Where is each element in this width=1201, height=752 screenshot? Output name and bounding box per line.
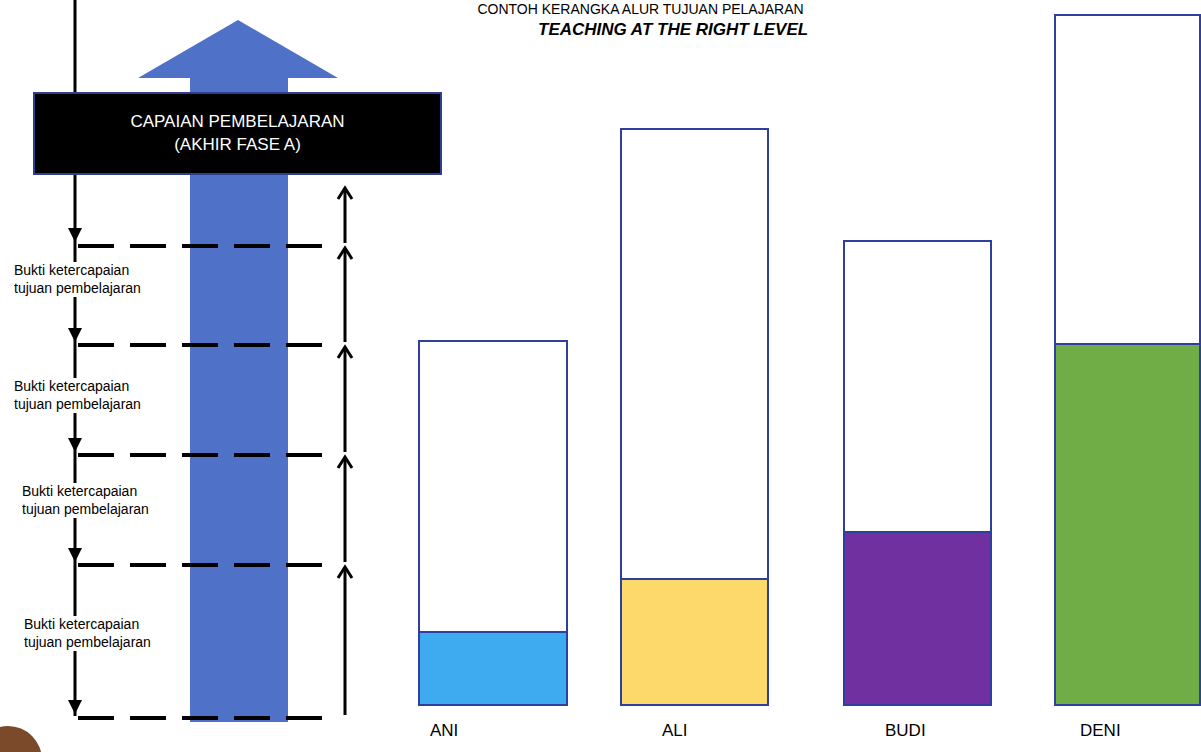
progress-fill (845, 531, 990, 704)
level-dash (78, 244, 322, 248)
up-arrow-line (344, 347, 347, 452)
up-arrow-line (344, 188, 347, 243)
student-bar: ANI (418, 340, 568, 706)
level-dash (78, 343, 322, 347)
evidence-label: Bukti ketercapaian tujuan pembelajaran (24, 616, 164, 651)
level-dash (78, 563, 322, 567)
up-arrowhead (338, 567, 352, 578)
down-arrowhead (68, 700, 82, 714)
level-dash (78, 716, 322, 720)
up-arrowhead (338, 188, 352, 199)
student-bar: ALI (620, 128, 769, 706)
progress-fill (622, 578, 767, 704)
student-name: BUDI (885, 720, 926, 742)
level-dash (78, 453, 322, 457)
up-arrow-line (344, 457, 347, 562)
evidence-label: Bukti ketercapaian tujuan pembelajaran (14, 262, 154, 297)
title: CONTOH KERANGKA ALUR TUJUAN PELAJARAN (0, 1, 1201, 17)
progress-fill (1056, 343, 1199, 704)
goal-box: CAPAIAN PEMBELAJARAN (AKHIR FASE A) (33, 92, 442, 175)
student-name: ANI (430, 720, 458, 742)
up-arrowhead (338, 248, 352, 259)
down-arrowhead (68, 438, 82, 452)
student-name: DENI (1080, 720, 1121, 742)
evidence-label: Bukti ketercapaian tujuan pembelajaran (14, 378, 154, 413)
student-name: ALI (662, 720, 688, 742)
subtitle: TEACHING AT THE RIGHT LEVEL (538, 19, 898, 40)
evidence-label: Bukti ketercapaian tujuan pembelajaran (22, 483, 162, 518)
goal-text: CAPAIAN PEMBELAJARAN (AKHIR FASE A) (113, 111, 363, 155)
up-arrowhead (338, 347, 352, 358)
student-bar: DENI (1054, 14, 1201, 706)
up-arrowhead (338, 457, 352, 468)
down-arrowhead (68, 228, 82, 242)
progress-fill (420, 631, 566, 704)
corner-decoration (0, 726, 42, 752)
progress-arrow-head (138, 20, 338, 78)
student-bar: BUDI (843, 240, 992, 706)
down-arrowhead (68, 548, 82, 562)
up-arrow-line (344, 567, 347, 715)
up-arrow-line (344, 248, 347, 342)
down-arrowhead (68, 328, 82, 342)
